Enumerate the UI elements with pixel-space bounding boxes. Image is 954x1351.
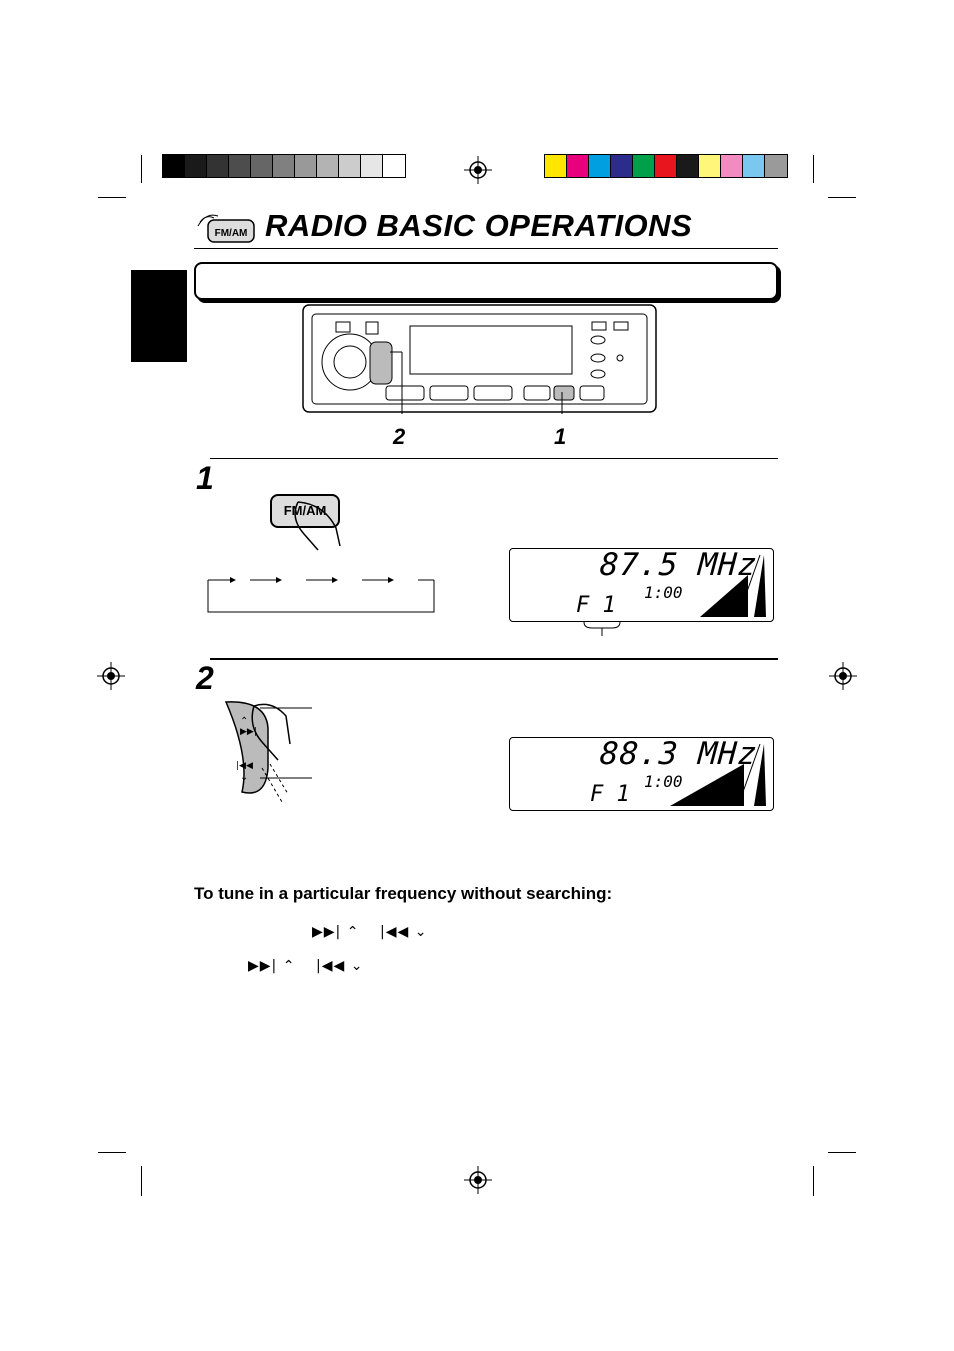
- prev-down-symbol: |◀◀ ⌄: [316, 958, 364, 974]
- gray-swatch: [273, 155, 295, 177]
- color-swatch: [611, 155, 633, 177]
- gray-swatch: [317, 155, 339, 177]
- svg-text:▶▶|: ▶▶|: [240, 727, 257, 737]
- step-1-number: 1: [196, 460, 214, 496]
- registration-target-icon: [829, 662, 857, 690]
- lcd-display-step2: 88.3 MHz 1:00 F 1: [509, 736, 774, 811]
- manual-tuning-heading: To tune in a particular frequency withou…: [194, 884, 613, 903]
- callout-1: 1: [554, 424, 567, 449]
- band-readout: F 1: [576, 593, 616, 618]
- fm-am-radio-icon: FM/AM: [197, 214, 255, 243]
- gray-swatch: [251, 155, 273, 177]
- next-up-symbol: ▶▶| ⌃: [312, 924, 360, 940]
- color-swatch: [567, 155, 589, 177]
- gray-swatch: [295, 155, 317, 177]
- title-rule: [194, 248, 778, 249]
- color-swatch: [633, 155, 655, 177]
- band-bracket: [583, 621, 621, 636]
- finger-press-icon: [294, 501, 341, 551]
- registration-target-icon: [97, 662, 125, 690]
- prev-down-symbol: |◀◀ ⌄: [380, 924, 428, 940]
- color-swatch: [743, 155, 765, 177]
- band-cycle-diagram: [207, 577, 435, 613]
- signal-level-icon: [670, 743, 766, 807]
- crop-mark: [813, 1166, 814, 1196]
- crop-mark: [141, 155, 142, 183]
- gray-scale-bar: [162, 154, 406, 178]
- svg-text:|◀◀: |◀◀: [236, 761, 253, 771]
- lcd-display-step1: 87.5 MHz 1:00 F 1: [509, 547, 774, 622]
- step-2-number: 2: [196, 660, 214, 696]
- color-swatch: [677, 155, 699, 177]
- signal-level-icon: [700, 554, 766, 618]
- color-swatch: [589, 155, 611, 177]
- fm-am-button[interactable]: FM/AM: [270, 494, 340, 528]
- step2-rule: [210, 658, 778, 660]
- svg-text:⌄: ⌄: [240, 772, 248, 783]
- page-title: RADIO BASIC OPERATIONS: [265, 208, 693, 243]
- crop-mark: [141, 1166, 142, 1196]
- svg-text:FM/AM: FM/AM: [215, 228, 248, 239]
- gray-swatch: [185, 155, 207, 177]
- gray-swatch: [339, 155, 361, 177]
- gray-swatch: [229, 155, 251, 177]
- color-scale-bar: [544, 154, 788, 178]
- gray-swatch: [361, 155, 383, 177]
- section-tab: [131, 270, 187, 362]
- next-up-symbol: ▶▶| ⌃: [248, 958, 296, 974]
- color-swatch: [765, 155, 787, 177]
- crop-mark: [813, 155, 814, 183]
- gray-swatch: [383, 155, 405, 177]
- crop-mark: [828, 1152, 856, 1153]
- registration-target-icon: [464, 156, 492, 184]
- svg-text:⌃: ⌃: [240, 716, 248, 727]
- color-swatch: [545, 155, 567, 177]
- band-readout: F 1: [590, 782, 630, 807]
- color-swatch: [699, 155, 721, 177]
- clock-readout: 1:00: [644, 583, 683, 602]
- gray-swatch: [207, 155, 229, 177]
- crop-mark: [828, 197, 856, 198]
- crop-mark: [98, 1152, 126, 1153]
- section-banner: [194, 262, 778, 300]
- gray-swatch: [163, 155, 185, 177]
- callout-2: 2: [393, 424, 406, 449]
- car-stereo-panel-diagram: [302, 304, 657, 414]
- color-swatch: [655, 155, 677, 177]
- clock-readout: 1:00: [644, 772, 683, 791]
- color-swatch: [721, 155, 743, 177]
- crop-mark: [98, 197, 126, 198]
- registration-target-icon: [464, 1166, 492, 1194]
- seek-button-diagram[interactable]: ⌃ ▶▶| |◀◀ ⌄: [220, 698, 316, 810]
- step1-rule: [210, 458, 778, 459]
